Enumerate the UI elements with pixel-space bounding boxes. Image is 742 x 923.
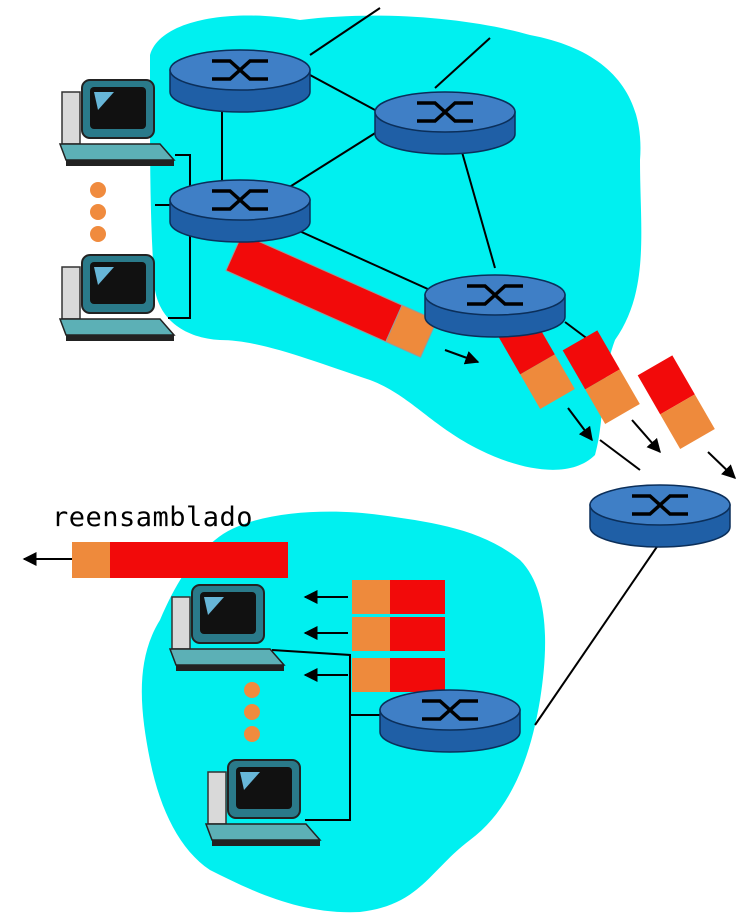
fragment-3-payload bbox=[637, 355, 695, 415]
router-1-icon bbox=[169, 49, 311, 113]
fragment-3-header bbox=[660, 394, 715, 449]
fragment-3 bbox=[637, 355, 715, 449]
computer-3-icon bbox=[168, 584, 286, 671]
fragment-2-header bbox=[585, 369, 640, 424]
link-r2-r3 bbox=[279, 129, 381, 194]
computer-4-icon bbox=[204, 759, 322, 846]
fragment-2 bbox=[562, 330, 640, 424]
original-datagram bbox=[225, 233, 438, 358]
router-3-icon bbox=[169, 179, 311, 243]
reassembled-payload bbox=[110, 542, 288, 578]
arrived-fragment-1-payload bbox=[390, 580, 445, 614]
ellipsis-dots bbox=[244, 682, 260, 742]
fragment-2-payload bbox=[562, 330, 620, 390]
reassembled-header bbox=[72, 542, 110, 578]
arrow-icon bbox=[631, 419, 661, 454]
arrow-icon bbox=[444, 349, 480, 365]
link-r5-r6 bbox=[534, 534, 666, 726]
arrived-fragment-2-header bbox=[352, 617, 390, 651]
arrived-fragment-1-header bbox=[352, 580, 390, 614]
reassembled-datagram bbox=[72, 542, 288, 578]
arrived-fragment-3-payload bbox=[390, 658, 445, 692]
arrow-tail bbox=[599, 439, 641, 471]
router-4-icon bbox=[424, 274, 566, 338]
arrived-fragment-3 bbox=[352, 658, 445, 692]
router-5-icon bbox=[589, 484, 731, 548]
arrow-icon bbox=[567, 407, 593, 442]
arrived-fragment-3-header bbox=[352, 658, 390, 692]
router-2-icon bbox=[374, 91, 516, 155]
reassembly-label: reensamblado bbox=[52, 502, 254, 533]
link-r2-r4 bbox=[459, 144, 496, 269]
fragment-1-header bbox=[520, 354, 575, 409]
link-host3-r6 bbox=[271, 649, 380, 716]
link-r1-r2 bbox=[309, 74, 376, 111]
router-6-icon bbox=[379, 689, 521, 753]
arrived-fragment-2 bbox=[352, 617, 445, 651]
ellipsis-dots bbox=[90, 182, 106, 242]
arrow-icon bbox=[707, 451, 737, 479]
computer-2-icon bbox=[58, 254, 176, 341]
datagram-header bbox=[385, 304, 438, 358]
computer-1-icon bbox=[58, 79, 176, 166]
link-external-1 bbox=[309, 7, 381, 56]
arrived-fragment-1 bbox=[352, 580, 445, 614]
link-external-2 bbox=[434, 37, 491, 89]
arrived-fragment-2-payload bbox=[390, 617, 445, 651]
link-host2-r3 bbox=[168, 215, 191, 319]
link-host4-r6 bbox=[305, 715, 351, 821]
link-host1-r3 bbox=[175, 154, 191, 195]
